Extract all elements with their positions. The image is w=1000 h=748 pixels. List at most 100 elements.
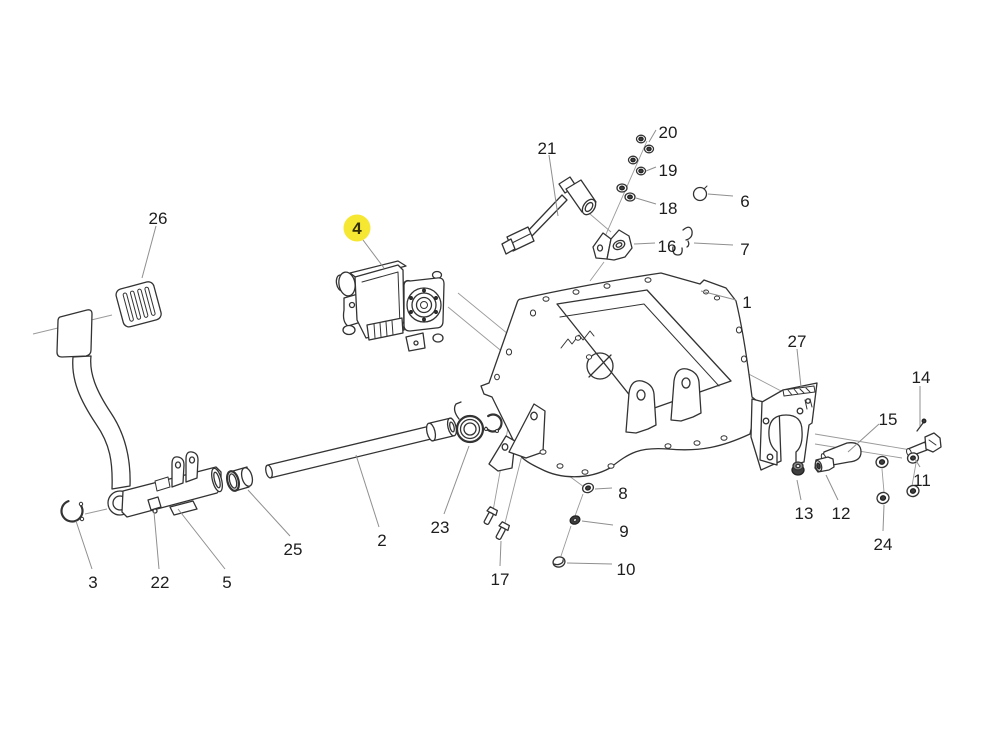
callout-15[interactable]: 15 bbox=[879, 410, 898, 429]
leader-line-8 bbox=[594, 487, 613, 490]
callout-18[interactable]: 18 bbox=[659, 199, 678, 218]
callout-10[interactable]: 10 bbox=[617, 560, 636, 579]
leader-line-26 bbox=[141, 225, 157, 279]
part-ring-6 bbox=[692, 185, 708, 202]
callout-number[interactable]: 14 bbox=[912, 368, 931, 387]
callout-26[interactable]: 26 bbox=[149, 209, 168, 228]
callout-19[interactable]: 19 bbox=[659, 161, 678, 180]
axis-line bbox=[447, 306, 506, 355]
callout-number[interactable]: 6 bbox=[740, 192, 749, 211]
leader-line-19 bbox=[645, 166, 657, 172]
leader-line-23 bbox=[443, 445, 470, 515]
callout-20[interactable]: 20 bbox=[659, 123, 678, 142]
callout-number[interactable]: 27 bbox=[788, 332, 807, 351]
callout-11[interactable]: 11 bbox=[913, 471, 931, 490]
leader-line-17 bbox=[499, 540, 502, 567]
callout-25[interactable]: 25 bbox=[284, 540, 303, 559]
part-return-spring bbox=[453, 401, 485, 444]
callout-number[interactable]: 1 bbox=[742, 293, 751, 312]
leader-line-4 bbox=[362, 239, 385, 269]
part-hook-7 bbox=[672, 226, 693, 256]
leader-line-18 bbox=[635, 197, 657, 205]
part-washers-24 bbox=[875, 455, 920, 505]
part-bolts-17 bbox=[483, 506, 510, 541]
callout-number[interactable]: 5 bbox=[222, 573, 231, 592]
callout-number[interactable]: 8 bbox=[618, 484, 627, 503]
part-main-bracket-plate bbox=[480, 272, 782, 478]
leader-line-22 bbox=[153, 511, 160, 570]
part-washer-10 bbox=[552, 556, 566, 568]
part-fastener-stack bbox=[616, 134, 655, 202]
callout-number[interactable]: 22 bbox=[151, 573, 170, 592]
callout-number[interactable]: 19 bbox=[659, 161, 678, 180]
leader-line-1 bbox=[700, 290, 737, 301]
callout-5[interactable]: 5 bbox=[222, 573, 231, 592]
callout-number[interactable]: 24 bbox=[874, 535, 893, 554]
highlight-badge bbox=[343, 214, 371, 242]
part-sensor-switch bbox=[501, 176, 597, 255]
leader-line-2 bbox=[355, 454, 380, 528]
part-pedal-shaft bbox=[265, 417, 458, 479]
leader-line-6 bbox=[707, 193, 734, 197]
part-washer-8 bbox=[581, 482, 595, 494]
leader-line-3 bbox=[75, 520, 93, 570]
callout-21[interactable]: 21 bbox=[538, 139, 557, 158]
callout-17[interactable]: 17 bbox=[491, 570, 510, 589]
callout-number[interactable]: 25 bbox=[284, 540, 303, 559]
callout-number[interactable]: 26 bbox=[149, 209, 168, 228]
axis-lines-layer bbox=[32, 140, 917, 557]
leader-line-25 bbox=[247, 489, 291, 537]
leader-line-21 bbox=[548, 154, 559, 217]
callout-4[interactable]: 4 bbox=[343, 214, 371, 242]
callout-number[interactable]: 11 bbox=[913, 471, 931, 490]
leader-line-27 bbox=[796, 348, 802, 388]
callout-number[interactable]: 16 bbox=[658, 237, 677, 256]
part-grease-fitting bbox=[147, 496, 162, 514]
part-washer-9 bbox=[569, 515, 581, 525]
callout-number[interactable]: 4 bbox=[352, 219, 362, 238]
callout-22[interactable]: 22 bbox=[151, 573, 170, 592]
callout-24[interactable]: 24 bbox=[874, 535, 893, 554]
callout-number[interactable]: 18 bbox=[659, 199, 678, 218]
axis-line bbox=[589, 261, 605, 282]
leader-line-16 bbox=[633, 242, 656, 245]
part-clutch-valve bbox=[335, 260, 445, 352]
callout-number[interactable]: 20 bbox=[659, 123, 678, 142]
callout-number[interactable]: 12 bbox=[832, 504, 851, 523]
parts-layer bbox=[56, 134, 942, 568]
callout-number[interactable]: 13 bbox=[795, 504, 814, 523]
callouts-layer: 1234567891011121314151617181920212223242… bbox=[75, 123, 931, 592]
callout-number[interactable]: 3 bbox=[88, 573, 97, 592]
callout-3[interactable]: 3 bbox=[88, 573, 97, 592]
callout-number[interactable]: 17 bbox=[491, 570, 510, 589]
callout-number[interactable]: 15 bbox=[879, 410, 898, 429]
callout-16[interactable]: 16 bbox=[658, 237, 677, 256]
callout-13[interactable]: 13 bbox=[795, 504, 814, 523]
callout-2[interactable]: 2 bbox=[377, 531, 386, 550]
callout-1[interactable]: 1 bbox=[742, 293, 751, 312]
leader-line-7 bbox=[693, 242, 734, 246]
callout-number[interactable]: 10 bbox=[617, 560, 636, 579]
callout-8[interactable]: 8 bbox=[618, 484, 627, 503]
callout-number[interactable]: 23 bbox=[431, 518, 450, 537]
callout-23[interactable]: 23 bbox=[431, 518, 450, 537]
leader-line-12 bbox=[825, 474, 839, 501]
callout-number[interactable]: 7 bbox=[740, 240, 749, 259]
axis-line bbox=[84, 508, 108, 515]
callout-12[interactable]: 12 bbox=[832, 504, 851, 523]
part-retaining-clip bbox=[483, 413, 503, 433]
leader-line-20 bbox=[648, 129, 657, 143]
axis-line bbox=[560, 525, 572, 557]
callout-number[interactable]: 2 bbox=[377, 531, 386, 550]
callout-number[interactable]: 21 bbox=[538, 139, 557, 158]
callout-number[interactable]: 9 bbox=[619, 522, 628, 541]
callout-27[interactable]: 27 bbox=[788, 332, 807, 351]
callout-9[interactable]: 9 bbox=[619, 522, 628, 541]
part-bracket-16 bbox=[592, 229, 633, 261]
callout-6[interactable]: 6 bbox=[740, 192, 749, 211]
leader-line-10 bbox=[566, 562, 613, 565]
callout-7[interactable]: 7 bbox=[740, 240, 749, 259]
leader-line-24 bbox=[882, 504, 885, 532]
callout-14[interactable]: 14 bbox=[912, 368, 931, 387]
pedal-plate bbox=[56, 309, 93, 358]
